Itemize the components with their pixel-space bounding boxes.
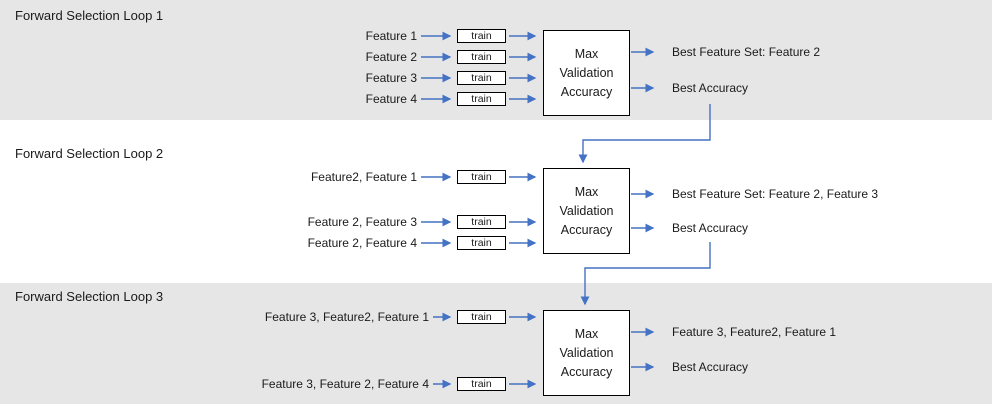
loop1-train-box-3: train [457,71,506,85]
loop3-train-box-1: train [457,310,506,324]
loop3-maxbox-line-1: Max [574,326,599,341]
loop3-max-validation-accuracy-box: Max Validation Accuracy [543,310,630,396]
loop1-train-box-4: train [457,92,506,106]
loop2-input-label-2: Feature 2, Feature 3 [307,215,417,229]
loop2-maxbox-line-2: Validation [559,203,614,218]
loop1-output-label-1: Best Feature Set: Feature 2 [672,45,821,59]
loop1-maxbox-line-2: Validation [559,65,614,80]
loop3-output-label-2: Best Accuracy [672,360,749,374]
loop1-output-label-2: Best Accuracy [672,81,749,95]
loop1-max-validation-accuracy-box: Max Validation Accuracy [543,30,630,116]
loop2-max-validation-accuracy-box: Max Validation Accuracy [543,168,630,254]
loop1-title: Forward Selection Loop 1 [15,8,164,23]
loop2-input-label-1: Feature2, Feature 1 [310,170,417,184]
loop2-output-label-2: Best Accuracy [672,221,749,235]
loop2-maxbox-line-3: Accuracy [560,222,613,237]
loop2-train-box-2: train [457,215,506,229]
loop1-input-label-4: Feature 4 [365,92,417,106]
loop2-input-label-3: Feature 2, Feature 4 [307,236,417,250]
loop3-input-label-2: Feature 3, Feature 2, Feature 4 [261,377,429,391]
loop1-maxbox-line-3: Accuracy [560,84,613,99]
loop2-maxbox-line-1: Max [574,184,599,199]
loop3-title: Forward Selection Loop 3 [15,289,164,304]
loop3-maxbox-line-2: Validation [559,345,614,360]
loop3-input-label-1: Feature 3, Feature2, Feature 1 [264,310,429,324]
loop1-train-box-1: train [457,29,506,43]
loop1-input-label-2: Feature 2 [365,50,417,64]
loop3-maxbox-line-3: Accuracy [560,364,613,379]
loop1-maxbox-line-1: Max [574,46,599,61]
loop3-train-box-2: train [457,377,506,391]
loop1-input-label-1: Feature 1 [365,29,417,43]
loop2-output-label-1: Best Feature Set: Feature 2, Feature 3 [672,187,879,201]
loop1-train-box-2: train [457,50,506,64]
loop1-input-label-3: Feature 3 [365,71,417,85]
loop2-train-box-3: train [457,236,506,250]
loop2-title: Forward Selection Loop 2 [15,146,164,161]
loop2-train-box-1: train [457,170,506,184]
loop3-output-label-1: Feature 3, Feature2, Feature 1 [672,325,837,339]
